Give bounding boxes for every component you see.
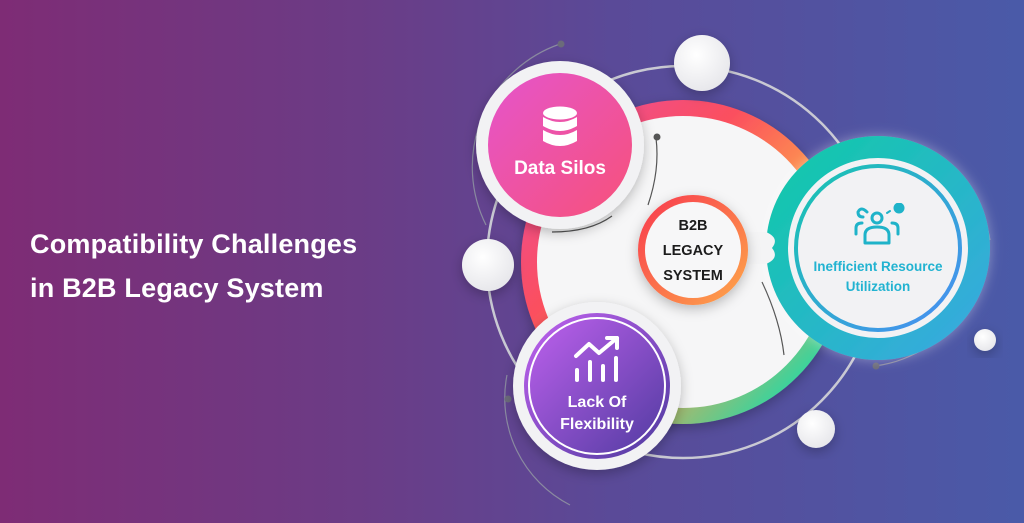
team-users-icon <box>854 203 905 245</box>
bubble <box>462 239 514 291</box>
growth-chart-icon <box>574 336 619 382</box>
node-label-line-1: Lack Of <box>567 394 627 411</box>
page-title: Compatibility Challenges in B2B Legacy S… <box>30 222 357 310</box>
node-label-line-1: Inefficient Resource <box>813 259 943 274</box>
node-inefficient-resource: Inefficient Resource Utilization <box>798 200 958 300</box>
node-label-line-2: Flexibility <box>560 416 634 433</box>
center-node: B2B LEGACY SYSTEM <box>645 206 741 296</box>
node-label: Data Silos <box>514 158 606 179</box>
center-line-3: SYSTEM <box>663 267 723 284</box>
title-line-2: in B2B Legacy System <box>30 273 324 303</box>
node-data-silos: Data Silos <box>490 93 630 193</box>
center-line-2: LEGACY <box>662 242 724 259</box>
bubble <box>674 35 730 91</box>
bubble <box>974 329 996 351</box>
bubble <box>797 410 835 448</box>
database-icon <box>543 106 577 146</box>
node-lack-of-flexibility: Lack Of Flexibility <box>532 334 662 438</box>
center-line-1: B2B <box>678 217 708 234</box>
node-label-line-2: Utilization <box>845 279 911 294</box>
title-line-1: Compatibility Challenges <box>30 229 358 259</box>
